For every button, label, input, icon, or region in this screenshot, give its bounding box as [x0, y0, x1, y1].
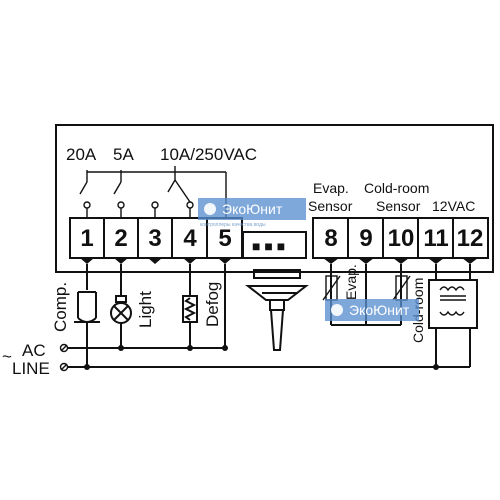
label-coldroom: Cold-room	[364, 180, 429, 196]
rating-relay1: 20A	[66, 145, 97, 164]
label-line: LINE	[12, 359, 50, 378]
terminal-12: 12	[457, 225, 484, 252]
label-coldroom-sensor: Sensor	[376, 198, 421, 214]
label-power: 12VAC	[432, 198, 475, 214]
label-defog: Defog	[203, 282, 222, 327]
compressor-icon	[74, 291, 100, 367]
controller-housing	[55, 124, 494, 273]
transformer-icon	[428, 264, 478, 367]
label-light: Light	[136, 291, 155, 328]
ac-line-buses	[68, 347, 470, 368]
load-wiring	[86, 264, 226, 348]
label-evap-probe: Evap.	[343, 264, 359, 300]
svg-text:ЭкоЮнит: ЭкоЮнит	[349, 302, 410, 318]
probe-sensor-icon	[245, 269, 309, 351]
line-terminals	[59, 343, 69, 372]
label-ac: AC	[22, 341, 46, 360]
relay-contacts	[79, 166, 227, 218]
terminal-8: 8	[324, 225, 337, 252]
watermark-logo-center: ЭкоЮнит	[325, 299, 419, 321]
terminal-4: 4	[183, 225, 197, 252]
bus-junctions	[84, 345, 439, 370]
terminal-3: 3	[148, 225, 161, 252]
light-bulb-icon	[110, 295, 132, 348]
terminal-11: 11	[423, 225, 448, 252]
label-comp: Comp.	[51, 282, 70, 332]
terminal-1: 1	[80, 225, 93, 252]
terminal-block-right: 8 9 10 11 12	[312, 217, 489, 264]
watermark-logo-top: ЭкоЮнит контроллеры качества воды	[198, 198, 306, 228]
label-tilde: ~	[2, 347, 12, 366]
rating-relay2: 5A	[113, 145, 134, 164]
terminal-2: 2	[114, 225, 127, 252]
label-evap-sensor: Sensor	[308, 198, 353, 214]
terminal-5: 5	[218, 225, 231, 252]
label-evap: Evap.	[313, 180, 349, 196]
heater-resistor-icon	[182, 295, 198, 348]
connector-pins: ■ ■ ■	[252, 238, 285, 254]
rating-relay345: 10A/250VAC	[160, 145, 257, 164]
terminal-9: 9	[359, 225, 372, 252]
terminal-10: 10	[388, 225, 415, 252]
svg-text:контроллеры качества воды: контроллеры качества воды	[200, 222, 266, 228]
data-connector: ■ ■ ■	[242, 231, 307, 259]
svg-text:ЭкоЮнит: ЭкоЮнит	[222, 201, 283, 217]
